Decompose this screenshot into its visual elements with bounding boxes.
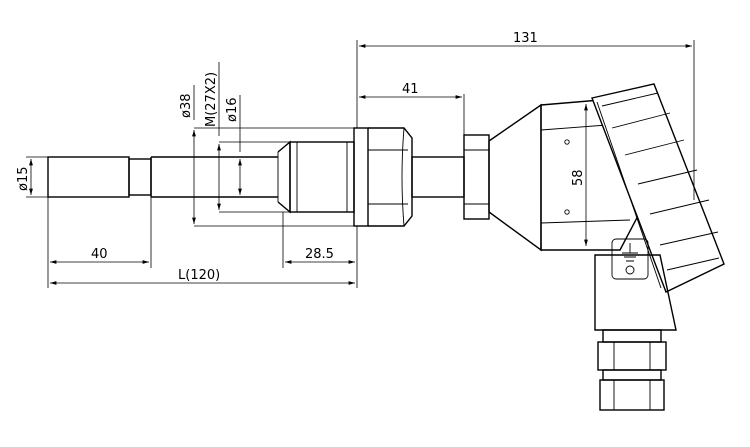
ground-icon <box>611 238 649 280</box>
junction-head <box>488 99 641 252</box>
dim-overall: 131 <box>359 31 692 48</box>
dim-dia-16: ø16 <box>225 95 242 195</box>
dim-fitting-length-label: 28.5 <box>305 247 334 262</box>
dim-dia-38-label: ø38 <box>179 94 194 119</box>
cover-lid <box>591 83 725 293</box>
dim-probe-length: L(120) <box>50 268 355 285</box>
cable-gland <box>594 254 677 411</box>
dim-head-offset: 41 <box>359 82 462 99</box>
dim-head-height: 58 <box>571 104 588 246</box>
dim-dia-15: ø15 <box>16 156 48 198</box>
dim-overall-label: 131 <box>513 31 538 46</box>
dim-dia-38: ø38 <box>179 85 354 227</box>
threaded-fitting <box>277 140 355 214</box>
dim-thread: M(27X2) <box>204 62 290 213</box>
neck-tube <box>411 134 490 220</box>
probe-tube <box>128 152 279 202</box>
dim-dia-15-label: ø15 <box>16 167 31 192</box>
dim-filter-length-label: 40 <box>91 247 108 262</box>
hex-nut <box>353 127 413 227</box>
sensor-filter <box>47 156 130 198</box>
dim-filter-length: 40 <box>50 247 149 264</box>
dim-head-offset-label: 41 <box>402 82 419 97</box>
dim-thread-label: M(27X2) <box>204 72 219 127</box>
dim-fitting-length: 28.5 <box>285 247 355 264</box>
dim-probe-length-label: L(120) <box>178 268 220 283</box>
dim-dia-16-label: ø16 <box>225 98 240 123</box>
dim-head-height-label: 58 <box>571 169 586 186</box>
